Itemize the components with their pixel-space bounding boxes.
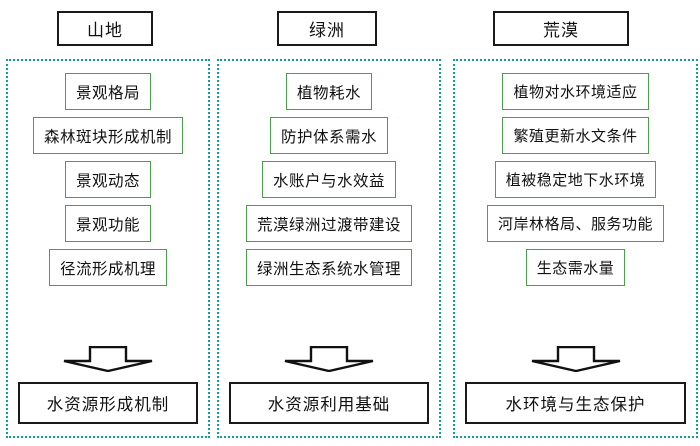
item-list-mountain: 景观格局 森林斑块形成机制 景观动态 景观功能 径流形成机理 bbox=[8, 73, 208, 286]
item-box: 植物对水环境适应 bbox=[502, 73, 649, 110]
item-box: 绿洲生态系统水管理 bbox=[245, 249, 412, 286]
item-box: 繁殖更新水文条件 bbox=[502, 117, 649, 154]
panel-desert: 植物对水环境适应 繁殖更新水文条件 植被稳定地下水环境 河岸林格局、服务功能 生… bbox=[453, 59, 698, 438]
item-box: 生态需水量 bbox=[525, 249, 626, 286]
column-header-oasis: 绿洲 bbox=[277, 11, 377, 46]
item-box: 防护体系需水 bbox=[269, 117, 388, 154]
down-block-arrow-icon bbox=[63, 346, 153, 372]
item-box: 植被稳定地下水环境 bbox=[494, 161, 657, 198]
arrow-container-mountain bbox=[8, 346, 208, 372]
down-block-arrow-icon bbox=[284, 346, 374, 372]
item-box: 景观格局 bbox=[64, 73, 151, 110]
item-list-oasis: 植物耗水 防护体系需水 水账户与水效益 荒漠绿洲过渡带建设 绿洲生态系统水管理 bbox=[219, 73, 439, 286]
item-box: 径流形成机理 bbox=[48, 249, 167, 286]
column-desert: 荒漠 植物对水环境适应 繁殖更新水文条件 植被稳定地下水环境 河岸林格局、服务功… bbox=[453, 0, 698, 446]
item-list-desert: 植物对水环境适应 繁殖更新水文条件 植被稳定地下水环境 河岸林格局、服务功能 生… bbox=[455, 73, 696, 286]
column-header-mountain: 山地 bbox=[57, 11, 153, 46]
column-oasis: 绿洲 植物耗水 防护体系需水 水账户与水效益 荒漠绿洲过渡带建设 绿洲生态系统水… bbox=[217, 0, 441, 446]
down-block-arrow-icon bbox=[531, 346, 620, 372]
panel-oasis: 植物耗水 防护体系需水 水账户与水效益 荒漠绿洲过渡带建设 绿洲生态系统水管理 … bbox=[217, 59, 441, 438]
result-box-mountain: 水资源形成机制 bbox=[18, 382, 198, 424]
result-box-desert: 水环境与生态保护 bbox=[465, 382, 686, 424]
item-box: 河岸林格局、服务功能 bbox=[486, 205, 664, 242]
item-box: 荒漠绿洲过渡带建设 bbox=[245, 205, 412, 242]
item-box: 水账户与水效益 bbox=[261, 161, 396, 198]
panel-mountain: 景观格局 森林斑块形成机制 景观动态 景观功能 径流形成机理 水资源形成机制 bbox=[6, 59, 210, 438]
item-box: 景观动态 bbox=[64, 161, 151, 198]
column-mountain: 山地 景观格局 森林斑块形成机制 景观动态 景观功能 径流形成机理 水资源形成机… bbox=[6, 0, 210, 446]
item-box: 森林斑块形成机制 bbox=[32, 117, 183, 154]
result-box-oasis: 水资源利用基础 bbox=[229, 382, 429, 424]
arrow-container-oasis bbox=[219, 346, 439, 372]
column-header-desert: 荒漠 bbox=[493, 11, 629, 46]
arrow-container-desert bbox=[455, 346, 696, 372]
item-box: 植物耗水 bbox=[285, 73, 372, 110]
item-box: 景观功能 bbox=[64, 205, 151, 242]
